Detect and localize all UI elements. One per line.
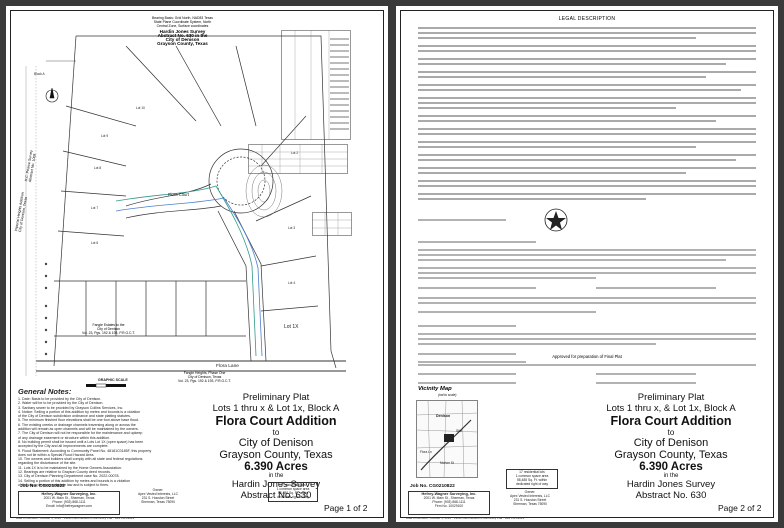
lot-label: Lot 9 (101, 134, 109, 138)
sheet-border (400, 10, 774, 518)
plat-drawing (25, 35, 346, 388)
lot-label: Lot 8 (94, 166, 102, 170)
street-label: Flora Court (168, 192, 189, 197)
sheet-footer: Date of Revision: October 4, 2022 · Flor… (16, 516, 135, 520)
legal-description-text (418, 27, 756, 313)
lot-label: Lot 4 (288, 281, 296, 285)
lot-label: Lot 7 (91, 206, 99, 210)
lot-label: Lot 2 (291, 151, 299, 155)
sheet-border (10, 10, 384, 518)
owner-box: Owner: Apex Vested Interests, LLC 231 S.… (138, 488, 178, 505)
graphic-scale-label: GRAPHIC SCALE (98, 378, 128, 382)
legal-description-title: LEGAL DESCRIPTION (558, 16, 616, 22)
owner-box: Owner: Apex Vested Interests, LLC 231 S.… (510, 490, 550, 507)
sheet-footer: Date of Revision: October 4, 2022 · Flor… (406, 516, 525, 520)
lot-area-table (312, 212, 352, 236)
lots-summary-box: 17 residential lots 1 common space area … (268, 482, 318, 502)
title-block: Preliminary Plat Lots 1 thru x & Lot 1x,… (212, 392, 340, 501)
page-number: Page 1 of 2 (324, 503, 368, 513)
title-block: Preliminary Plat Lots 1 thru x, & Lot 1x… (606, 392, 736, 501)
surveyor-box: Hefrey-Wagner Surveying, Inc. 2001 W. Ma… (408, 491, 490, 515)
vicinity-label: Site (456, 429, 463, 433)
curve-table (248, 144, 348, 174)
plat-sheet-page-1: Block A Lot 9 Lot 10 Lot 8 Lot 7 Lot 6 L… (6, 6, 388, 522)
vicinity-map-subtitle: (not to scale) (438, 393, 457, 397)
notary-blocks (418, 325, 756, 363)
vicinity-label: Morton St (440, 461, 454, 465)
general-notes: General Notes: 1. Date: Basis to be prov… (18, 387, 168, 487)
job-number: Job No. CG0210822 (410, 484, 455, 489)
lot-label: Lot 6 (91, 241, 99, 245)
general-notes-title: General Notes: (18, 387, 72, 396)
plat-sheet-page-2: LEGAL DESCRIPTION (396, 6, 778, 522)
approval-lines (418, 364, 756, 384)
street-label-bottom: Flora Lane (216, 364, 239, 369)
lot-label: Lot 10 (136, 106, 145, 110)
vicinity-label: Flora Ln (420, 450, 432, 454)
job-number: Job No. CG0210822 (20, 484, 65, 489)
surveyor-box: Hefrey-Wagner Surveying, Inc. 2001 W. Ma… (18, 491, 120, 515)
line-table (281, 30, 351, 140)
vicinity-map-title: Vicinity Map (418, 386, 452, 392)
vicinity-map (416, 400, 478, 478)
bearing-basis-block: Bearing Basis: Grid North, NAD83 Texas S… (152, 16, 213, 46)
page-number: Page 2 of 2 (718, 503, 762, 513)
lots-summary-box: 17 residential lots 1 common space area … (506, 469, 558, 489)
lot-label: Lot 3 (288, 226, 296, 230)
vicinity-label: Denison (436, 414, 451, 418)
lot-label: Lot 1X (284, 324, 299, 330)
approved-heading: Approved for preparation of Final Plat (552, 354, 622, 359)
block-label: Block A (34, 72, 45, 76)
